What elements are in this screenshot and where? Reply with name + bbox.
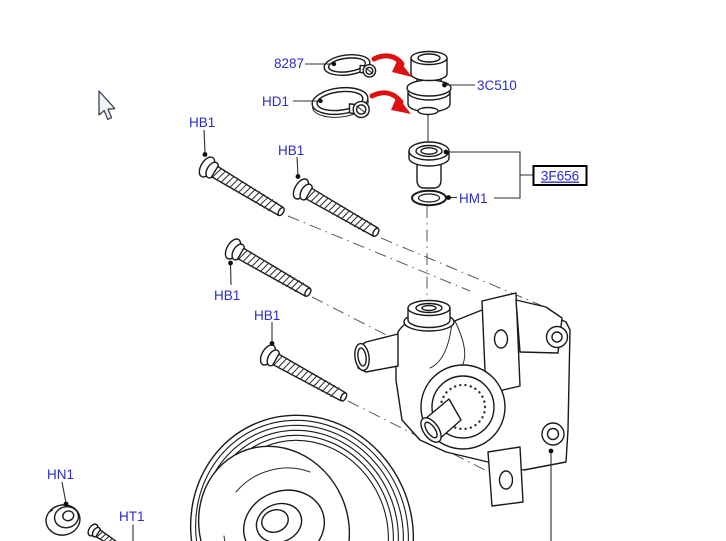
callout-hn1[interactable]: HN1: [47, 467, 74, 482]
callout-hb1-3[interactable]: HB1: [214, 288, 240, 303]
hose-clamp-large-hd1: [311, 86, 370, 119]
mouse-cursor-icon: [98, 90, 116, 121]
callout-hb1-4[interactable]: HB1: [254, 308, 280, 323]
callout-3c510[interactable]: 3C510: [477, 78, 517, 93]
callout-hm1[interactable]: HM1: [459, 191, 488, 206]
callout-hd1[interactable]: HD1: [262, 94, 289, 109]
insert-arrow-bottom: [369, 90, 411, 114]
bolt-hb1-2: [289, 175, 385, 244]
bolt-hb1-4: [256, 341, 352, 409]
callout-3f656[interactable]: 3F656: [541, 169, 579, 184]
power-steering-pump: [354, 292, 571, 507]
filter-valve: [408, 141, 450, 189]
pulley: [189, 414, 415, 541]
leader-lines: [61, 61, 554, 541]
insert-arrow-top: [371, 53, 412, 77]
stud-bolt: [87, 523, 119, 541]
callout-ht1[interactable]: HT1: [119, 509, 145, 524]
connector-fitting-3c510: [406, 50, 452, 116]
bolt-hb1-1: [195, 153, 290, 223]
o-ring-hm1: [411, 189, 447, 207]
assembly-link-3f656[interactable]: 3F656: [532, 165, 588, 186]
callout-hb1-1[interactable]: HB1: [189, 115, 215, 130]
callout-8287[interactable]: 8287: [274, 56, 304, 71]
callout-hb1-2[interactable]: HB1: [278, 143, 304, 158]
hose-clamp-small-8287: [323, 53, 377, 78]
nut-hn1: [45, 504, 81, 536]
